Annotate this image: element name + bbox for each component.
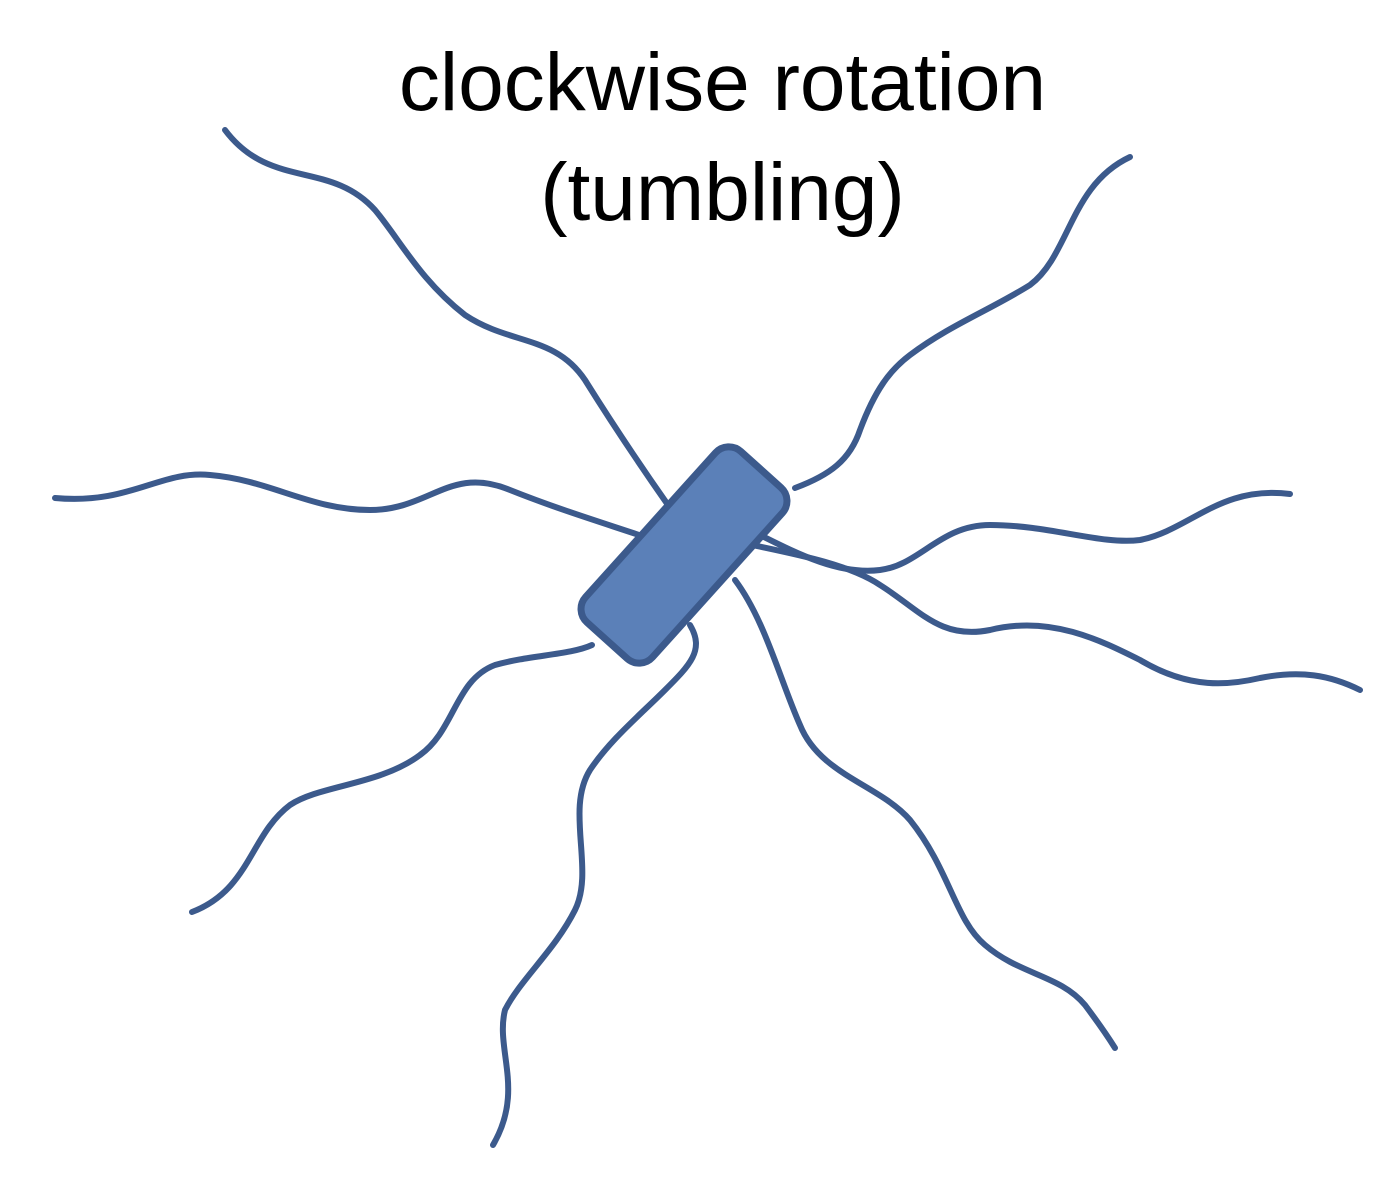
diagram-caption: clockwise rotation (tumbling) (0, 28, 1389, 248)
caption-line-2: (tumbling) (540, 147, 905, 238)
flagellum-lower-left (189, 642, 595, 915)
flagellum-upper-right (792, 154, 1133, 491)
cell-body (577, 443, 791, 667)
flagellum-lower-right (732, 577, 1118, 1051)
flagellum-right-lower (749, 542, 1363, 693)
cell-body-rod (577, 443, 791, 667)
flagellum-right-upper (757, 489, 1293, 574)
flagellum-left (52, 471, 651, 541)
flagella (52, 127, 1363, 1148)
caption-line-1: clockwise rotation (398, 37, 1047, 128)
flagellum-upper-left (222, 127, 671, 508)
flagellum-bottom (490, 622, 699, 1148)
